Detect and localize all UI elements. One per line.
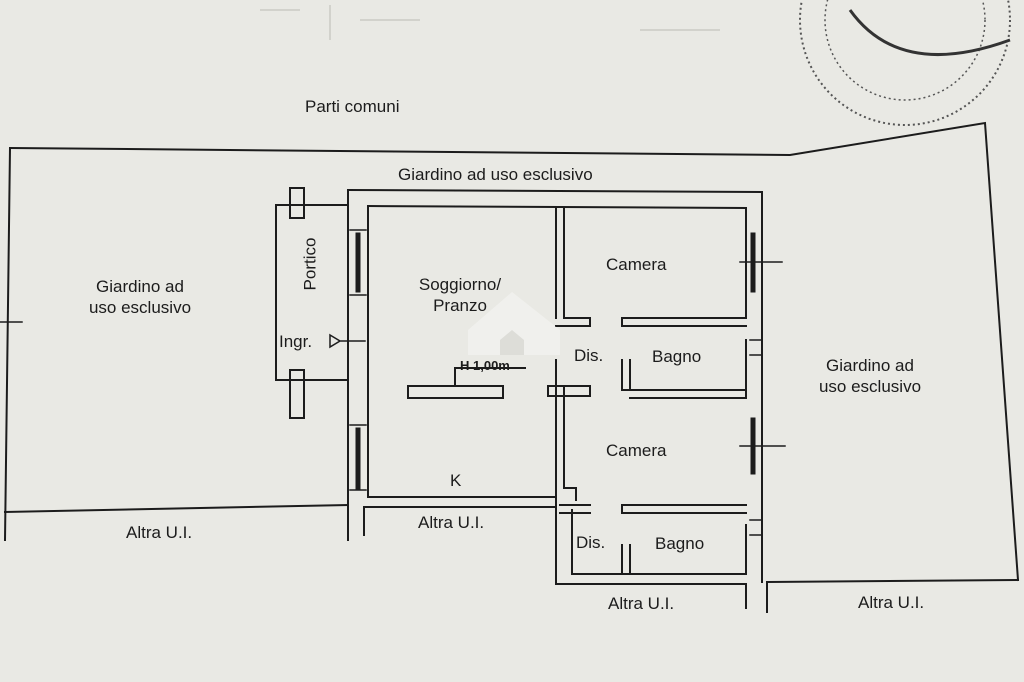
watermark-logo	[468, 292, 560, 355]
label-giardino-left: Giardino ad uso esclusivo	[88, 277, 192, 317]
label-portico: Portico	[300, 237, 320, 291]
label-k: K	[450, 471, 462, 490]
entrance-arrow	[329, 333, 366, 349]
window-ticks-right	[739, 261, 786, 536]
label-dis-2: Dis.	[576, 533, 606, 552]
bottom-right-boundary	[766, 578, 1020, 584]
interior-walls	[547, 207, 747, 575]
portico-outline	[275, 187, 349, 419]
label-height: H 1,00m	[460, 358, 510, 373]
label-altra-left: Altra U.I.	[126, 523, 193, 542]
label-soggiorno: Soggiorno/ Pranzo	[418, 275, 502, 315]
stamp-mark	[799, 0, 1011, 126]
label-ingr: Ingr.	[279, 332, 313, 351]
window-frames-left	[349, 229, 367, 491]
left-boundary	[3, 146, 12, 542]
lot-boundary	[8, 121, 1020, 582]
label-altra-right: Altra U.I.	[858, 593, 925, 612]
counter	[407, 367, 526, 399]
label-camera-2: Camera	[606, 441, 667, 460]
bottom-left-boundary	[3, 503, 350, 514]
label-altra-center: Altra U.I.	[418, 513, 485, 532]
label-dis-1: Dis.	[574, 346, 604, 365]
label-altra-bottom: Altra U.I.	[608, 594, 675, 613]
label-giardino-top: Giardino ad uso esclusivo	[398, 165, 593, 184]
label-parti-comuni: Parti comuni	[305, 97, 400, 116]
label-bagno-1: Bagno	[652, 347, 702, 366]
label-giardino-right: Giardino ad uso esclusivo	[818, 356, 922, 396]
label-camera-1: Camera	[606, 255, 667, 274]
outer-walls	[346, 188, 768, 613]
label-bagno-2: Bagno	[655, 534, 705, 553]
ghost-marks	[260, 5, 720, 40]
